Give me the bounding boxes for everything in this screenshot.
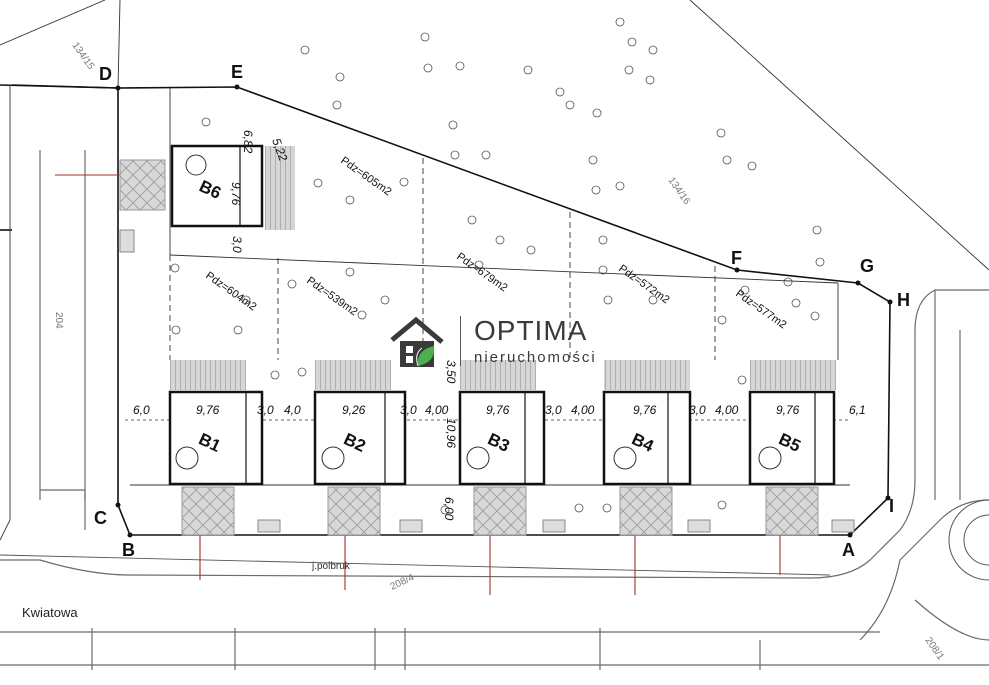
logo-separator	[460, 316, 461, 366]
logo-brand: OPTIMA	[474, 315, 588, 346]
point-b: B	[122, 540, 135, 560]
dim-4: 9,26	[342, 403, 366, 417]
logo: OPTIMA nieruchomości	[388, 312, 608, 372]
logo-subtitle: nieruchomości	[474, 349, 597, 366]
surface-note: j.polbruk	[311, 561, 351, 572]
building-b1	[168, 360, 281, 536]
building-row	[168, 360, 855, 536]
dim-12: 4,00	[715, 403, 739, 417]
dim-b6-side: 9,76	[229, 182, 243, 206]
street-name: Kwiatowa	[22, 605, 78, 620]
building-b4	[602, 360, 711, 536]
dim-vertical-3: 6,00	[442, 497, 456, 521]
dim-1: 9,76	[196, 403, 220, 417]
dim-b6-gap: 3,0	[230, 236, 244, 253]
dim-11: 3,0	[689, 403, 706, 417]
point-c: C	[94, 508, 107, 528]
dim-14: 6,1	[849, 403, 866, 417]
dim-7: 9,76	[486, 403, 510, 417]
dim-6: 4,00	[425, 403, 449, 417]
point-a: A	[842, 540, 855, 560]
dim-b6-top: 6,82	[241, 130, 255, 154]
building-b5	[748, 360, 855, 536]
dim-9: 4,00	[571, 403, 595, 417]
parcel-208-4: 208/4	[389, 572, 417, 593]
point-f: F	[731, 248, 742, 268]
building-b3	[458, 360, 566, 536]
dimension-row: 6,0 9,76 3,0 4,0 9,26 3,0 4,00 9,76 3,0 …	[133, 403, 866, 417]
parcel-204: 204	[53, 312, 64, 329]
plot-area-b1: Pdz=604m2	[203, 270, 258, 314]
point-g: G	[860, 256, 874, 276]
point-i: I	[889, 496, 894, 516]
point-d: D	[99, 64, 112, 84]
point-markers	[115, 84, 893, 538]
roundabout	[948, 499, 989, 581]
dim-vertical-2: 10,96	[444, 418, 458, 448]
dim-vertical-1: 3,50	[444, 360, 458, 384]
dim-3: 4,0	[284, 403, 301, 417]
plot-area-b6: Pdz=605m2	[338, 155, 393, 199]
parcel-208-1: 208/1	[923, 635, 947, 662]
tree-markers	[170, 17, 827, 515]
plot-area-b5: Pdz=577m2	[733, 288, 788, 332]
plot-area-b2: Pdz=539m2	[304, 275, 359, 319]
house-leaf-icon	[390, 316, 444, 367]
dim-2: 3,0	[257, 403, 274, 417]
plot-area-b4: Pdz=572m2	[616, 263, 671, 307]
plot-area-b3: Pdz=679m2	[454, 251, 509, 295]
point-h: H	[897, 290, 910, 310]
dim-0: 6,0	[133, 403, 150, 417]
dim-10: 9,76	[633, 403, 657, 417]
parcel-134-15: 134/15	[70, 40, 97, 72]
parcel-134-16: 134/16	[666, 175, 693, 207]
corner-points: A B C D E F G H I	[94, 62, 910, 560]
dim-8: 3,0	[545, 403, 562, 417]
dim-13: 9,76	[776, 403, 800, 417]
dim-5: 3,0	[400, 403, 417, 417]
dimension-extra: 6,82 5,22 9,76 3,0 3,50 10,96 6,00	[229, 130, 458, 521]
roads	[0, 150, 989, 670]
point-e: E	[231, 62, 243, 82]
building-b2	[313, 360, 423, 536]
building-b6	[119, 144, 295, 253]
